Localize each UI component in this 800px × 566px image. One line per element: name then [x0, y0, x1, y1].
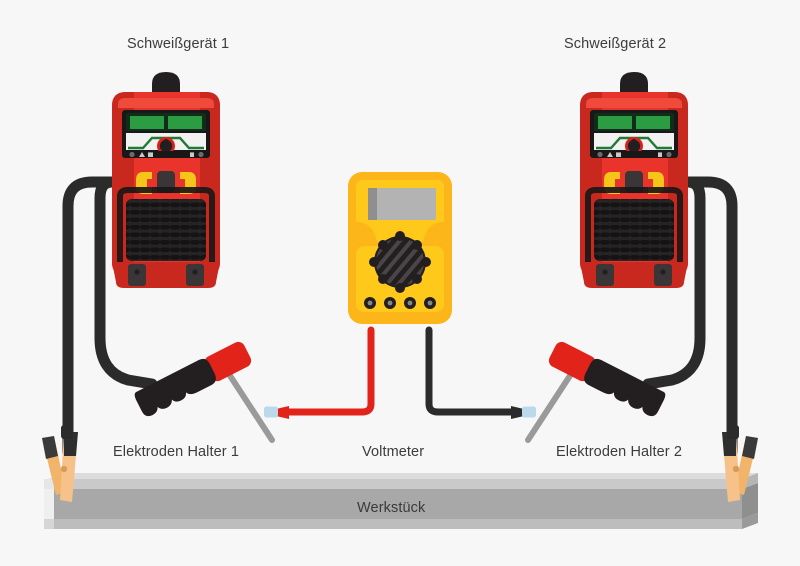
electrode-rod-right	[525, 365, 578, 443]
welding-machine-right	[580, 72, 688, 288]
voltmeter-probe-left	[264, 326, 375, 419]
welder-foot-left-1	[128, 264, 146, 286]
welder-foot-right-2	[654, 264, 672, 286]
panel-indicator-left-2	[198, 151, 204, 158]
probe-tip-left	[264, 406, 278, 418]
holder-jaw-right	[548, 341, 596, 382]
welder-foot-right-1	[596, 264, 614, 286]
voltmeter-dial[interactable]	[369, 231, 431, 293]
panel-indicator-left-1	[129, 151, 135, 158]
holder-jaw-left	[204, 341, 252, 382]
welder-foot-left-2	[186, 264, 204, 286]
voltmeter-probe-right	[425, 326, 536, 419]
display-segment-right-1	[598, 116, 632, 129]
label-voltmeter: Voltmeter	[362, 444, 425, 460]
ground-clamp-right	[722, 425, 758, 502]
voltmeter-screen	[368, 188, 436, 220]
panel-indicator-right-1	[597, 151, 603, 158]
label-workpiece: Werkstück	[357, 500, 426, 516]
ground-cable-left	[62, 176, 124, 458]
electrode-holder-left	[134, 341, 275, 443]
workpiece-ibeam	[44, 473, 758, 529]
display-segment-right-2	[636, 116, 670, 129]
voltmeter-ports[interactable]	[364, 297, 436, 309]
voltmeter	[348, 172, 452, 324]
holder-handle-left	[134, 358, 216, 417]
display-segment-left-2	[168, 116, 202, 129]
label-welder-left: Schweißgerät 1	[127, 36, 230, 52]
label-welder-right: Schweißgerät 2	[564, 36, 667, 52]
electrode-rod-left	[222, 365, 275, 443]
label-holder-right: Elektroden Halter 2	[556, 444, 683, 460]
ground-clamp-left	[42, 425, 78, 502]
probe-tip-right	[522, 406, 536, 418]
ground-cable-right	[676, 176, 738, 458]
display-segment-left-1	[130, 116, 164, 129]
panel-indicator-right-2	[666, 151, 672, 158]
electrode-holder-right	[525, 341, 666, 443]
electrode-cable-right	[642, 176, 706, 390]
holder-handle-right	[584, 358, 666, 417]
electrode-cable-left	[94, 176, 158, 390]
welding-machine-left	[112, 72, 220, 288]
label-holder-left: Elektroden Halter 1	[113, 444, 240, 460]
